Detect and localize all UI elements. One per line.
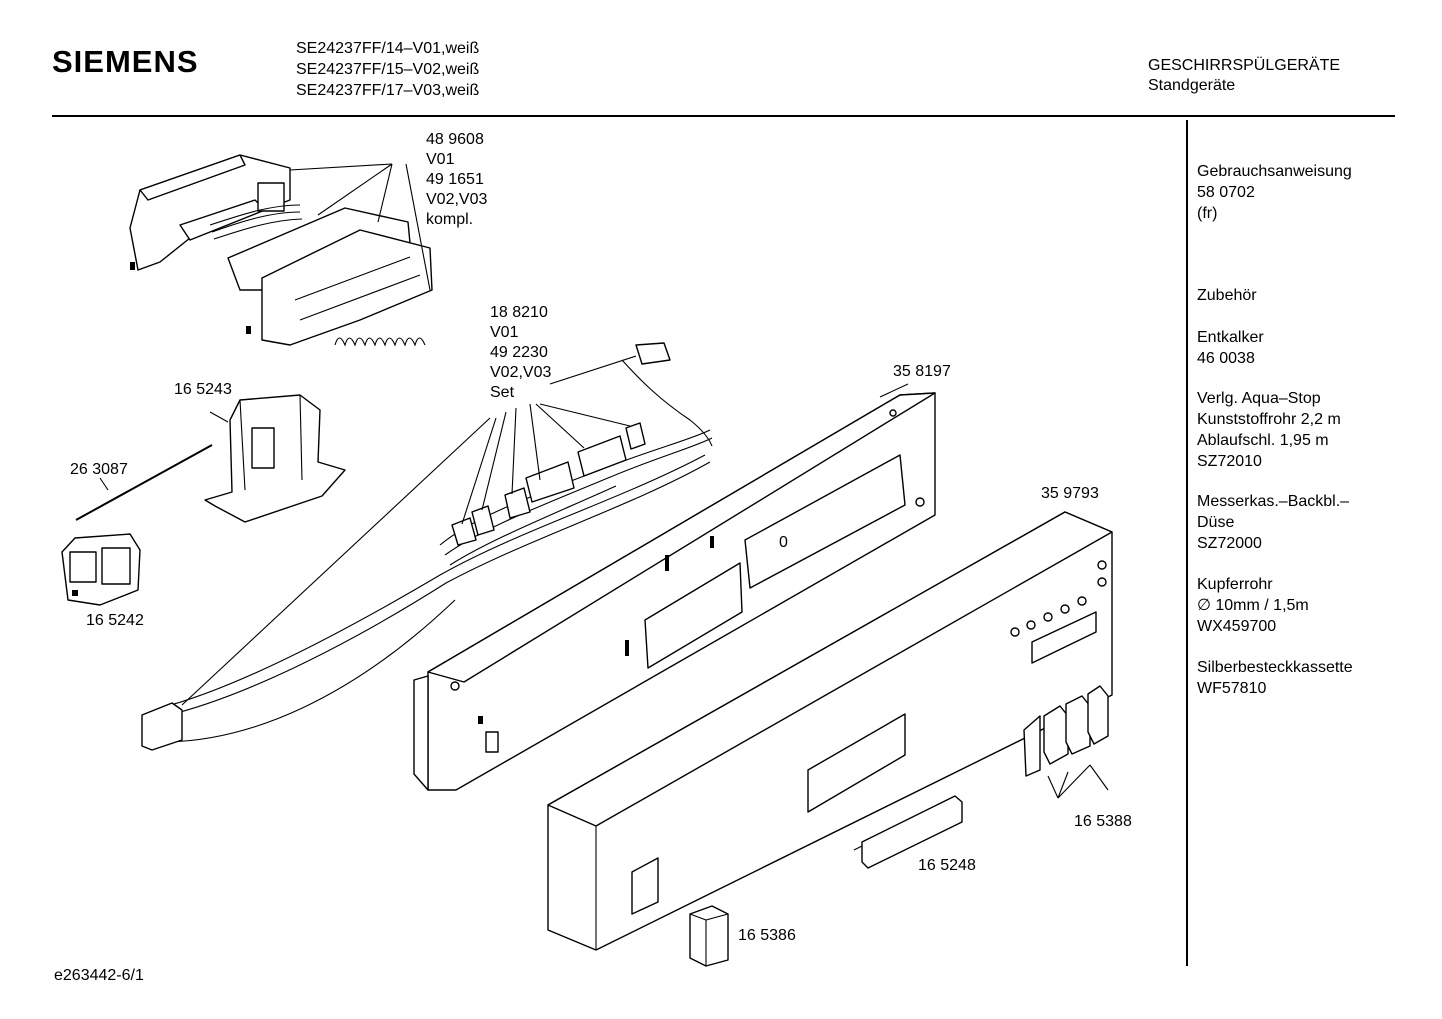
sidebar-manual: Gebrauchsanweisung 58 0702 (fr) [1197,161,1352,224]
sidebar-text: Düse [1197,514,1235,531]
sidebar-text: SZ72010 [1197,453,1262,470]
sidebar-nozzle: Messerkas.–Backbl.– Düse SZ72000 [1197,491,1349,554]
sidebar-copper-pipe: Kupferrohr ∅ 10mm / 1,5m WX459700 [1197,574,1309,637]
model-line: SE24237FF/15–V02,weiß [296,61,480,78]
part-number-label: 35 9793 [1041,485,1099,502]
panel-marking: 0 [779,534,788,551]
sidebar-cutlery-tray: Silberbesteckkassette WF57810 [1197,657,1353,699]
part-number-label: 16 5242 [86,612,144,629]
strip-165248-drawing [853,795,963,869]
outer-panel-359793-drawing [547,511,1113,951]
sidebar-text: Verlg. Aqua–Stop [1197,390,1321,407]
sidebar-text: ∅ 10mm / 1,5m [1197,597,1309,614]
electronic-module-drawing [129,154,433,347]
model-line: SE24237FF/14–V01,weiß [296,40,480,57]
part-number-label: 48 9608 [426,131,484,148]
part-number-label: V01 [426,151,455,168]
part-number-label: 26 3087 [70,461,128,478]
part-number-label: V01 [490,324,519,341]
part-number-label: 18 8210 [490,304,548,321]
sidebar-text: Messerkas.–Backbl.– [1197,493,1350,510]
bracket-165243-drawing [204,394,346,523]
wire-263087-drawing [75,444,213,521]
sidebar-aquastop: Verlg. Aqua–Stop Kunststoffrohr 2,2 m Ab… [1197,388,1341,472]
sidebar-text: 58 0702 [1197,184,1255,201]
sidebar-text: WX459700 [1197,618,1277,635]
part-number-label: kompl. [426,211,474,228]
sidebar-text: Ablaufschl. 1,95 m [1197,432,1329,449]
buttons-165388-drawing [1023,685,1109,799]
category-title: GESCHIRRSPÜLGERÄTE [1148,57,1341,74]
label-group-board: 48 9608 V01 49 1651 V02,V03 kompl. [426,130,487,230]
model-line: SE24237FF/17–V03,weiß [296,82,480,99]
inner-panel-358197-drawing [413,383,936,791]
part-number-label: 49 2230 [490,344,548,361]
header-divider [52,115,1395,117]
sidebar-text: SZ72000 [1197,535,1262,552]
part-number-label: V02,V03 [426,191,488,208]
sidebar-text: WF57810 [1197,680,1267,697]
cable-harness-drawing [141,342,713,751]
part-number-label: 49 1651 [426,171,484,188]
category-block: GESCHIRRSPÜLGERÄTE Standgeräte [1148,56,1340,96]
part-number-label: Set [490,384,515,401]
part-number-label: 16 5248 [918,857,976,874]
knob-165386-drawing [689,905,729,967]
part-number-label: V02,V03 [490,364,552,381]
brand-logo: SIEMENS [52,44,199,79]
sidebar-text: Silberbesteckkassette [1197,659,1353,676]
drawing-code: e263442-6/1 [54,967,144,984]
sidebar-text: Kunststoffrohr 2,2 m [1197,411,1341,428]
part-number-label: 16 5386 [738,927,796,944]
part-number-label: 16 5243 [174,381,232,398]
part-number-label: 16 5388 [1074,813,1132,830]
sidebar-divider [1186,120,1188,966]
sidebar-accessories-heading: Zubehör [1197,287,1257,304]
sidebar-text: Gebrauchsanweisung [1197,163,1352,180]
category-subtitle: Standgeräte [1148,77,1236,94]
label-group-harness: 18 8210 V01 49 2230 V02,V03 Set [490,303,551,403]
part-number-label: 35 8197 [893,363,951,380]
sidebar-descaler: Entkalker 46 0038 [1197,327,1264,369]
sidebar-text: (fr) [1197,205,1218,222]
sidebar-text: 46 0038 [1197,350,1255,367]
sidebar-text: Kupferrohr [1197,576,1273,593]
sidebar-text: Entkalker [1197,329,1264,346]
model-list: SE24237FF/14–V01,weiß SE24237FF/15–V02,w… [296,38,479,101]
switch-165242-drawing [61,533,141,606]
